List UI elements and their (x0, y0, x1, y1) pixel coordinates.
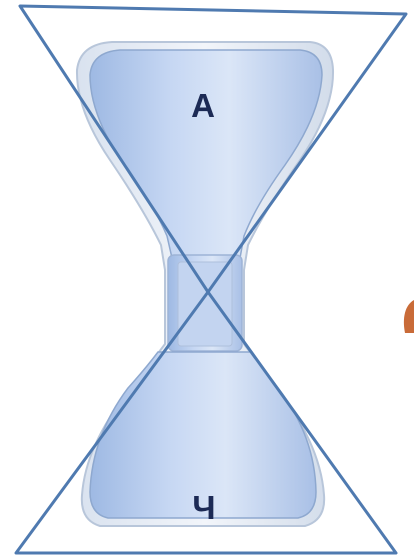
upper-bulb (90, 50, 322, 258)
top-label: А (191, 87, 215, 124)
accent-arc (404, 300, 414, 333)
hourglass-neck-inner (178, 262, 232, 346)
bottom-label: Ч (192, 489, 215, 526)
